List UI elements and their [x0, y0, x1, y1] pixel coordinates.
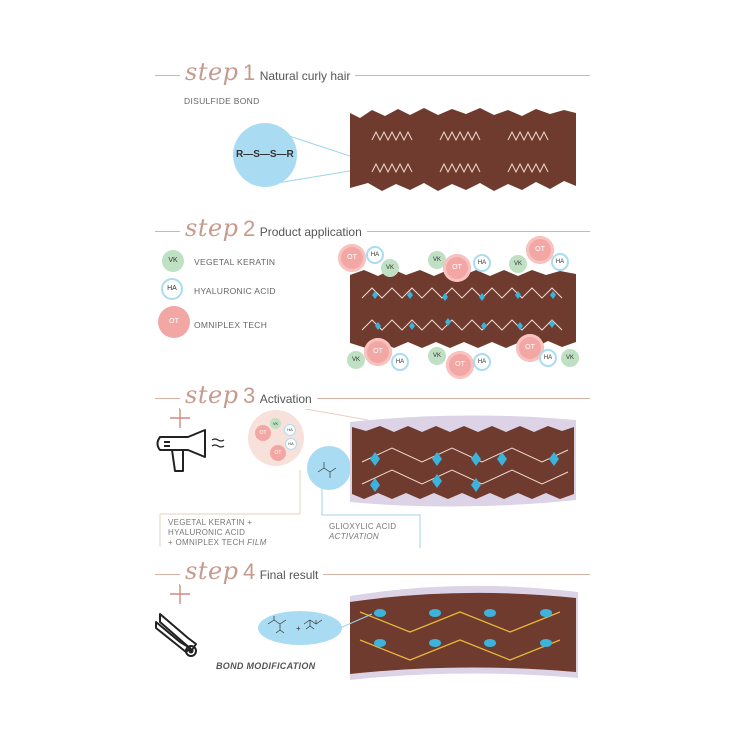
vk-particle: VK [347, 351, 365, 369]
step3-title: Activation [259, 392, 312, 406]
film-label-line3a: + OMNIPLEX TECH [168, 538, 248, 547]
step1-title: Natural curly hair [259, 69, 351, 83]
plus-icon-4 [170, 584, 190, 604]
step2-title: Product application [259, 225, 362, 239]
step4-rule [155, 574, 590, 575]
ot-particle: OT [446, 351, 474, 379]
step4-title: Final result [259, 568, 319, 582]
step3-heading: step 3 Activation [180, 381, 317, 409]
disulfide-bubble [233, 123, 297, 187]
ha-particle: HA [551, 253, 569, 271]
step3-rule [155, 398, 590, 399]
step2-heading: step 2 Product application [180, 214, 367, 242]
curl-2b [361, 319, 563, 331]
glio-label: GLIOXYLIC ACID ACTIVATION [329, 522, 396, 542]
step2-diamonds [372, 291, 556, 330]
curl-3b [361, 469, 569, 485]
film-callout [159, 470, 301, 547]
ha-particle: HA [391, 353, 409, 371]
step1-number: 1 [242, 60, 256, 85]
hair-strand-4 [350, 592, 576, 674]
film-label-line3b: FILM [247, 538, 267, 547]
step1-rule [155, 75, 590, 76]
ha-legend-icon: HA [161, 278, 183, 300]
curl-3a [361, 447, 569, 463]
step4-ovals [374, 609, 552, 647]
vk-particle: VK [381, 259, 399, 277]
curl-1e [439, 162, 481, 174]
vk-particle: VK [428, 347, 446, 365]
curl-1d [371, 162, 413, 174]
step1-word: step [185, 58, 239, 86]
ha-particle: HA [366, 246, 384, 264]
bond-modification-label: BOND MODIFICATION [216, 661, 316, 671]
hair-strand-1 [350, 108, 576, 191]
ot-particle: OT [364, 338, 392, 366]
curl-1c [507, 130, 549, 142]
glio-label-line1: GLIOXYLIC ACID [329, 522, 397, 531]
step3-number: 3 [242, 383, 256, 408]
curl-1a [371, 130, 413, 142]
hair-dryer-icon [156, 429, 225, 472]
bond-line-4b [359, 639, 561, 661]
ot-particle: OT [443, 254, 471, 282]
step1-heading: step 1 Natural curly hair [180, 58, 356, 86]
curl-1f [507, 162, 549, 174]
ot-legend-label: OMNIPLEX TECH [194, 320, 268, 330]
vk-particle: VK [509, 255, 527, 273]
film-label: VEGETAL KERATIN + HYALURONIC ACID + OMNI… [168, 518, 267, 548]
film-label-line2: HYALURONIC ACID [168, 528, 246, 537]
glio-bubble [307, 446, 351, 490]
step2-number: 2 [242, 216, 256, 241]
step4-heading: step 4 Final result [180, 557, 324, 585]
vk-particle: VK [561, 349, 579, 367]
step2-word: step [185, 214, 239, 242]
vk-particle: VK [428, 251, 446, 269]
step3-word: step [185, 381, 239, 409]
bond-mod-molecules [267, 616, 323, 634]
ha-particle: HA [473, 353, 491, 371]
flat-iron-icon [155, 613, 197, 657]
film-vk-1: VK [270, 418, 281, 429]
ot-particle: OT [338, 244, 366, 272]
ot-particle: OT [526, 236, 554, 264]
curl-2a [361, 287, 563, 299]
plus-glyph: + [296, 624, 301, 633]
glio-label-line2: ACTIVATION [329, 532, 379, 541]
plus-icon-3 [170, 408, 190, 428]
curl-1b [439, 130, 481, 142]
ha-legend-label: HYALURONIC ACID [194, 286, 276, 296]
vk-legend-label: VEGETAL KERATIN [194, 257, 276, 267]
glio-callout [321, 480, 421, 548]
glioxylic-molecule-icon [317, 462, 337, 478]
disulfide-bond-label: DISULFIDE BOND [184, 96, 260, 106]
step4-word: step [185, 557, 239, 585]
film-label-line3: + OMNIPLEX TECH FILM [168, 538, 267, 548]
hair-strand-3 [352, 426, 574, 499]
film-ha-1: HA [284, 424, 296, 436]
step2-rule [155, 231, 590, 232]
step3-diamonds [370, 452, 559, 492]
bond-line-4a [359, 611, 561, 633]
zoom-line-4 [339, 613, 373, 629]
film-ot-2: OT [270, 445, 286, 461]
disulfide-formula: R—S—S—R [236, 149, 294, 160]
vk-legend-icon: VK [162, 250, 184, 272]
film-label-line1: VEGETAL KERATIN + [168, 518, 253, 527]
film-ot-1: OT [255, 425, 271, 441]
zoom-line-3a [299, 407, 369, 421]
step4-number: 4 [242, 559, 256, 584]
ot-legend-icon: OT [158, 306, 190, 338]
film-ha-2: HA [285, 438, 297, 450]
ha-particle: HA [539, 349, 557, 367]
ha-particle: HA [473, 254, 491, 272]
bond-mod-bubble [258, 611, 342, 645]
hair-strand-2 [350, 269, 576, 348]
